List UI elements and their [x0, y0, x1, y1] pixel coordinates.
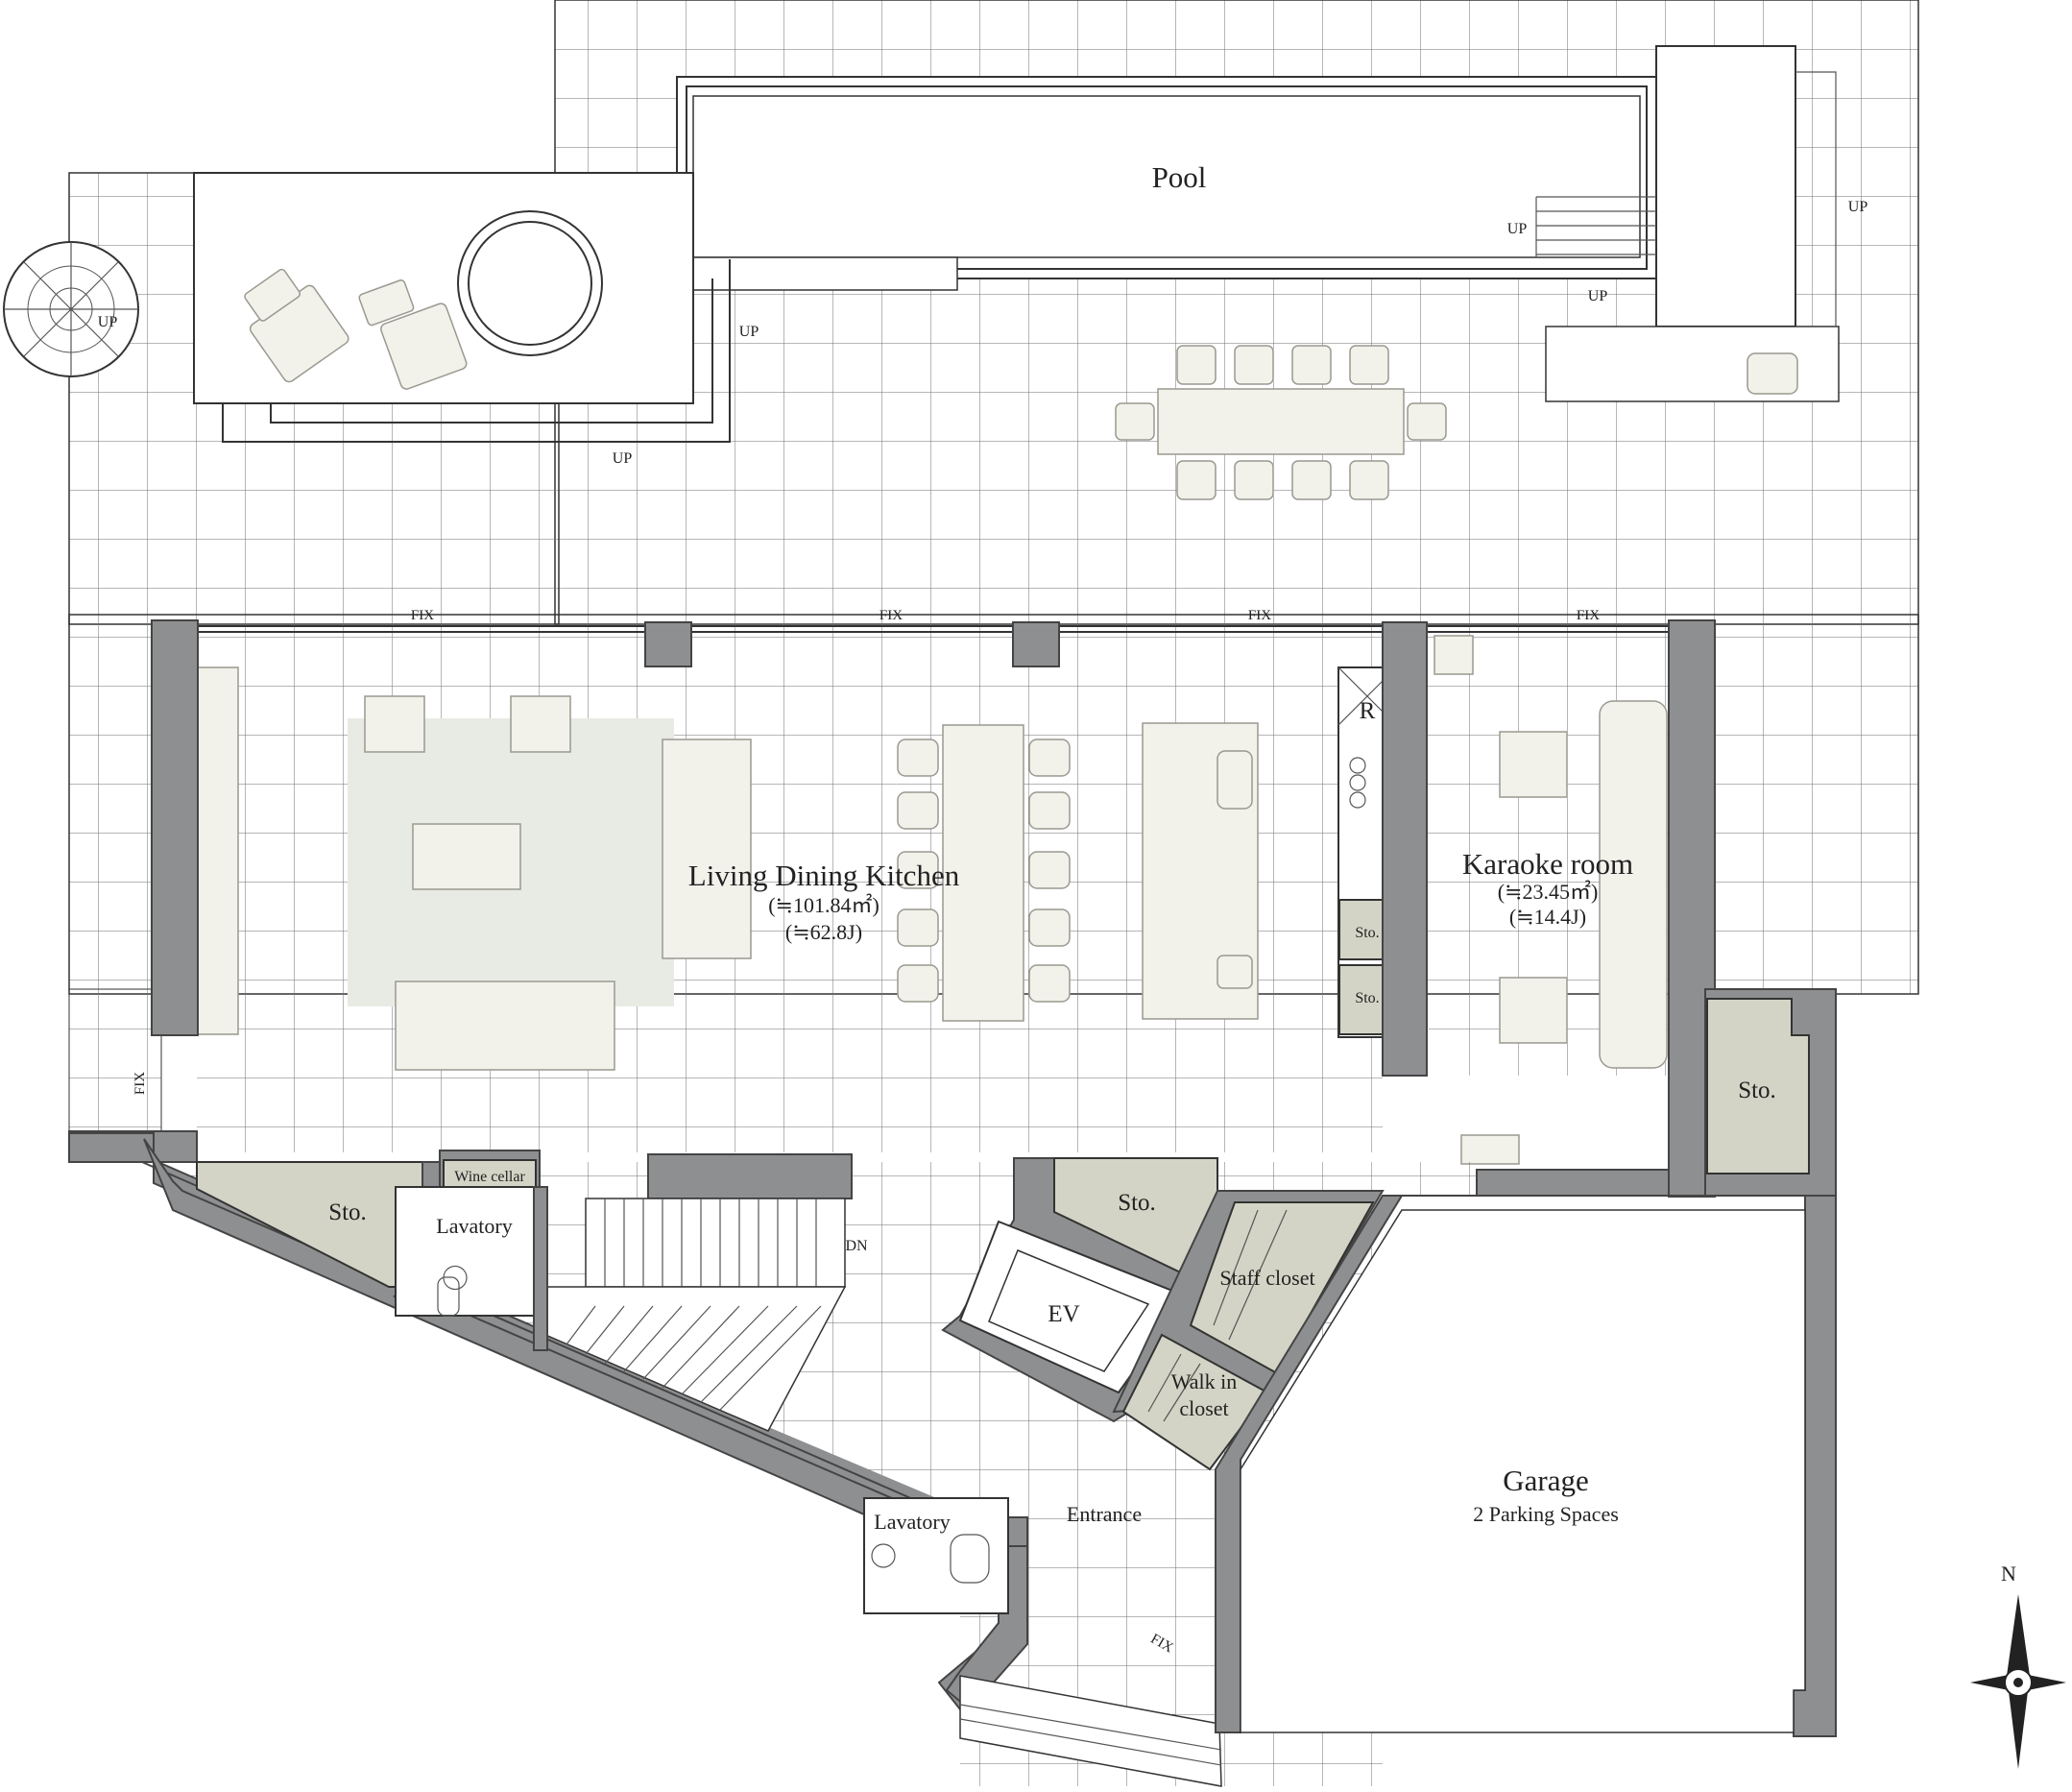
walk-in-label-2: closet — [1179, 1396, 1228, 1420]
karaoke-area-j: (≒14.4J) — [1509, 905, 1586, 929]
lower-floor: Wine cellar Sto. Lavatory Sto. EV Staff … — [69, 1132, 1477, 1787]
pool-label: Pool — [1152, 160, 1207, 194]
pool: Pool — [676, 45, 1840, 402]
upper-lavatory-label: Lavatory — [436, 1214, 512, 1238]
up-marker: UP — [1848, 199, 1868, 215]
karaoke-label: Karaoke room — [1462, 847, 1633, 881]
lower-lavatory-label: Lavatory — [874, 1510, 950, 1534]
north-compass: N — [1970, 1562, 2066, 1769]
up-marker: UP — [613, 450, 633, 467]
garage-label: Garage — [1503, 1464, 1589, 1497]
garage-sub-label: 2 Parking Spaces — [1473, 1502, 1619, 1526]
up-marker: UP — [98, 314, 118, 330]
karaoke-room: Karaoke room (≒23.45㎡) (≒14.4J) — [1429, 634, 1669, 1076]
right-storage-label: Sto. — [1738, 1078, 1776, 1103]
up-marker: UP — [1507, 221, 1528, 237]
upper-left-storage-label: Sto. — [328, 1199, 367, 1225]
ldk-label: Living Dining Kitchen — [688, 859, 960, 892]
walk-in-label-1: Walk in — [1171, 1369, 1238, 1393]
ldk-area-j: (≒62.8J) — [785, 920, 862, 944]
walls-upper — [68, 619, 1716, 1198]
up-marker: UP — [739, 324, 759, 340]
kitchen-storage-1: Sto. — [1355, 925, 1379, 941]
fix-label: FIX — [1577, 608, 1600, 623]
right-storage: Sto. — [1704, 988, 1837, 1197]
up-marker: UP — [1588, 288, 1608, 304]
spiral-stair — [3, 241, 139, 377]
fix-label: FIX — [411, 608, 434, 623]
fridge-label: R — [1360, 698, 1376, 724]
garage: Garage 2 Parking Spaces — [1215, 1195, 1837, 1737]
kitchen-storage-2: Sto. — [1355, 990, 1379, 1006]
fix-label: FIX — [1248, 608, 1271, 623]
ev-label: EV — [1048, 1301, 1079, 1327]
jacuzzi-deck — [193, 172, 731, 443]
outdoor-dining — [1115, 345, 1447, 500]
ldk-area-m2: (≒101.84㎡) — [768, 893, 879, 917]
fix-label: FIX — [133, 1072, 148, 1095]
north-label: N — [2001, 1562, 2016, 1586]
fix-label: FIX — [879, 608, 903, 623]
wine-cellar-label: Wine cellar — [454, 1169, 525, 1185]
entrance-label: Entrance — [1067, 1502, 1142, 1526]
upper-storage-label: Sto. — [1118, 1190, 1156, 1216]
ldk-room: R Sto. Sto. Living Dining Kitchen (≒101.… — [197, 634, 1397, 1152]
staff-closet-label: Staff closet — [1219, 1266, 1314, 1290]
karaoke-area-m2: (≒23.45㎡) — [1498, 880, 1599, 904]
